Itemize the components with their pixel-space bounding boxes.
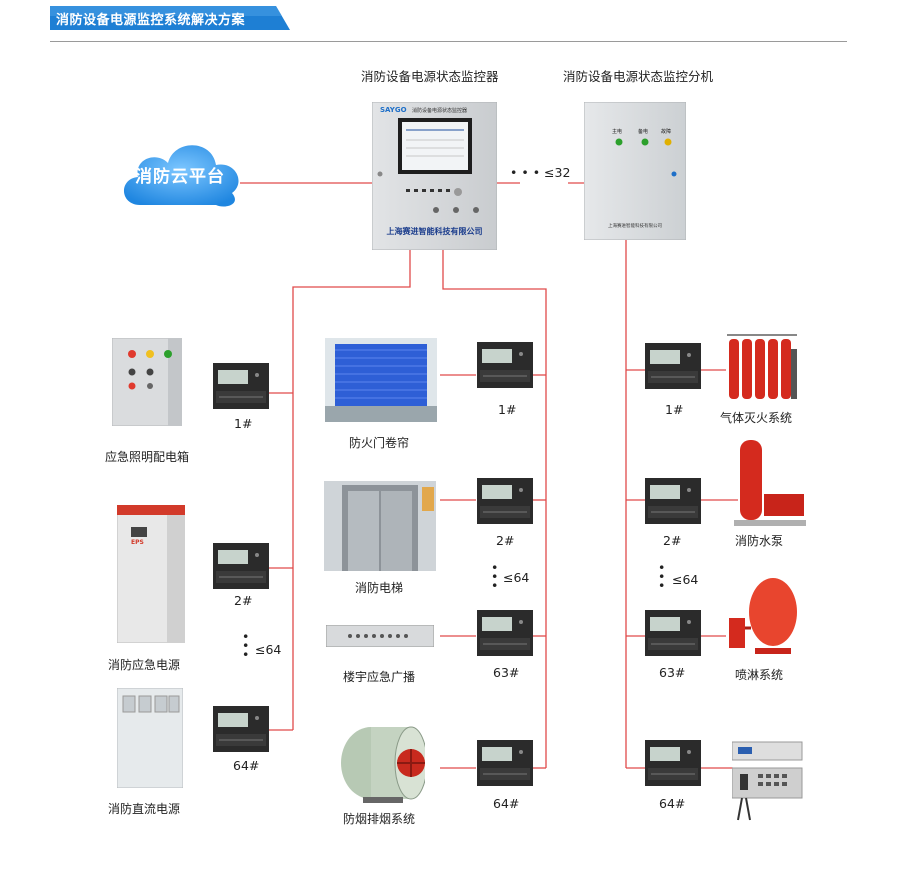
right-module-1-label: 1#: [665, 402, 684, 417]
right-range: •••: [658, 560, 666, 593]
monitor-module: [645, 740, 701, 790]
submonitor-company: 上海赛进智能科技有限公司: [608, 224, 662, 229]
lamp-label-fault: 故障: [661, 129, 672, 135]
middle-item-2-name: 消防电梯: [355, 581, 404, 595]
sprinkler-tank-image: [725, 572, 805, 660]
monitor-module: [477, 740, 533, 790]
middle-module-2-label: 2#: [496, 533, 515, 548]
middle-module-64-label: 64#: [493, 796, 520, 811]
sub-monitor-cabinet: 主电 备电 故障 上海赛进智能科技有限公司: [583, 101, 687, 241]
right-item-2-name: 消防水泵: [735, 534, 784, 548]
monitor-module: [645, 478, 701, 528]
lamp-label-backup: 备电: [638, 129, 649, 135]
eps-badge: EPS: [131, 539, 144, 546]
monitor-company: 上海赛进智能科技有限公司: [386, 227, 483, 236]
monitor-screen-title: 消防设备电源状态监控器: [412, 108, 468, 114]
control-panel-image: [731, 740, 804, 822]
header-divider: [50, 41, 847, 42]
monitor-module: [645, 610, 701, 660]
right-module-2-label: 2#: [663, 533, 682, 548]
right-item-3-name: 喷淋系统: [735, 668, 784, 682]
middle-item-4-name: 防烟排烟系统: [343, 812, 416, 826]
left-module-1-label: 1#: [234, 416, 253, 431]
middle-item-1-name: 防火门卷帘: [349, 436, 410, 450]
fire-shutter-image: [325, 338, 437, 422]
submonitor-label: 消防设备电源状态监控分机: [563, 69, 714, 84]
left-module-64-label: 64#: [233, 758, 260, 773]
eps-cabinet: EPS: [116, 504, 186, 644]
monitor-module: [477, 342, 533, 392]
monitor-label: 消防设备电源状态监控器: [361, 69, 499, 84]
monitor-brand-logo: SAYGO: [380, 106, 407, 114]
link-count: • • • ≤32: [510, 165, 571, 180]
left-range-label: ≤64: [255, 642, 282, 657]
left-item-1-name: 应急照明配电箱: [105, 450, 190, 464]
gas-extinguishing-image: [725, 329, 800, 403]
monitor-module: [477, 478, 533, 528]
left-item-3-name: 消防直流电源: [108, 802, 181, 816]
middle-module-63-label: 63#: [493, 665, 520, 680]
right-module-64-label: 64#: [659, 796, 686, 811]
monitor-module: [213, 706, 269, 756]
middle-range: •••: [491, 560, 499, 593]
left-item-2-name: 消防应急电源: [108, 658, 181, 672]
middle-range-label: ≤64: [503, 570, 530, 585]
page-title: 消防设备电源监控系统解决方案: [56, 13, 246, 28]
fire-pump-image: [734, 436, 806, 528]
header-banner: [50, 6, 290, 30]
monitor-module: [213, 363, 269, 413]
left-range: •••: [242, 629, 250, 662]
dc-power-cabinet: [116, 687, 184, 789]
middle-item-3-name: 楼宇应急广播: [343, 670, 416, 684]
monitor-module: [477, 610, 533, 660]
fire-elevator-image: [324, 481, 436, 571]
right-module-63-label: 63#: [659, 665, 686, 680]
lamp-label-main: 主电: [612, 129, 623, 135]
broadcast-rack-image: [325, 624, 435, 648]
right-item-1-name: 气体灭火系统: [720, 411, 793, 425]
middle-module-1-label: 1#: [498, 402, 517, 417]
cloud-icon: [123, 145, 239, 207]
monitor-module: [213, 543, 269, 593]
monitor-module: [645, 343, 701, 393]
cloud-platform: 消防云平台: [112, 133, 248, 213]
left-module-2-label: 2#: [234, 593, 253, 608]
right-range-label: ≤64: [672, 572, 699, 587]
emergency-lighting-box: [111, 337, 183, 427]
smoke-fan-image: [337, 719, 428, 804]
main-monitor-cabinet: SAYGO 消防设备电源状态监控器 上海赛进智能科技有限公司: [371, 101, 498, 251]
